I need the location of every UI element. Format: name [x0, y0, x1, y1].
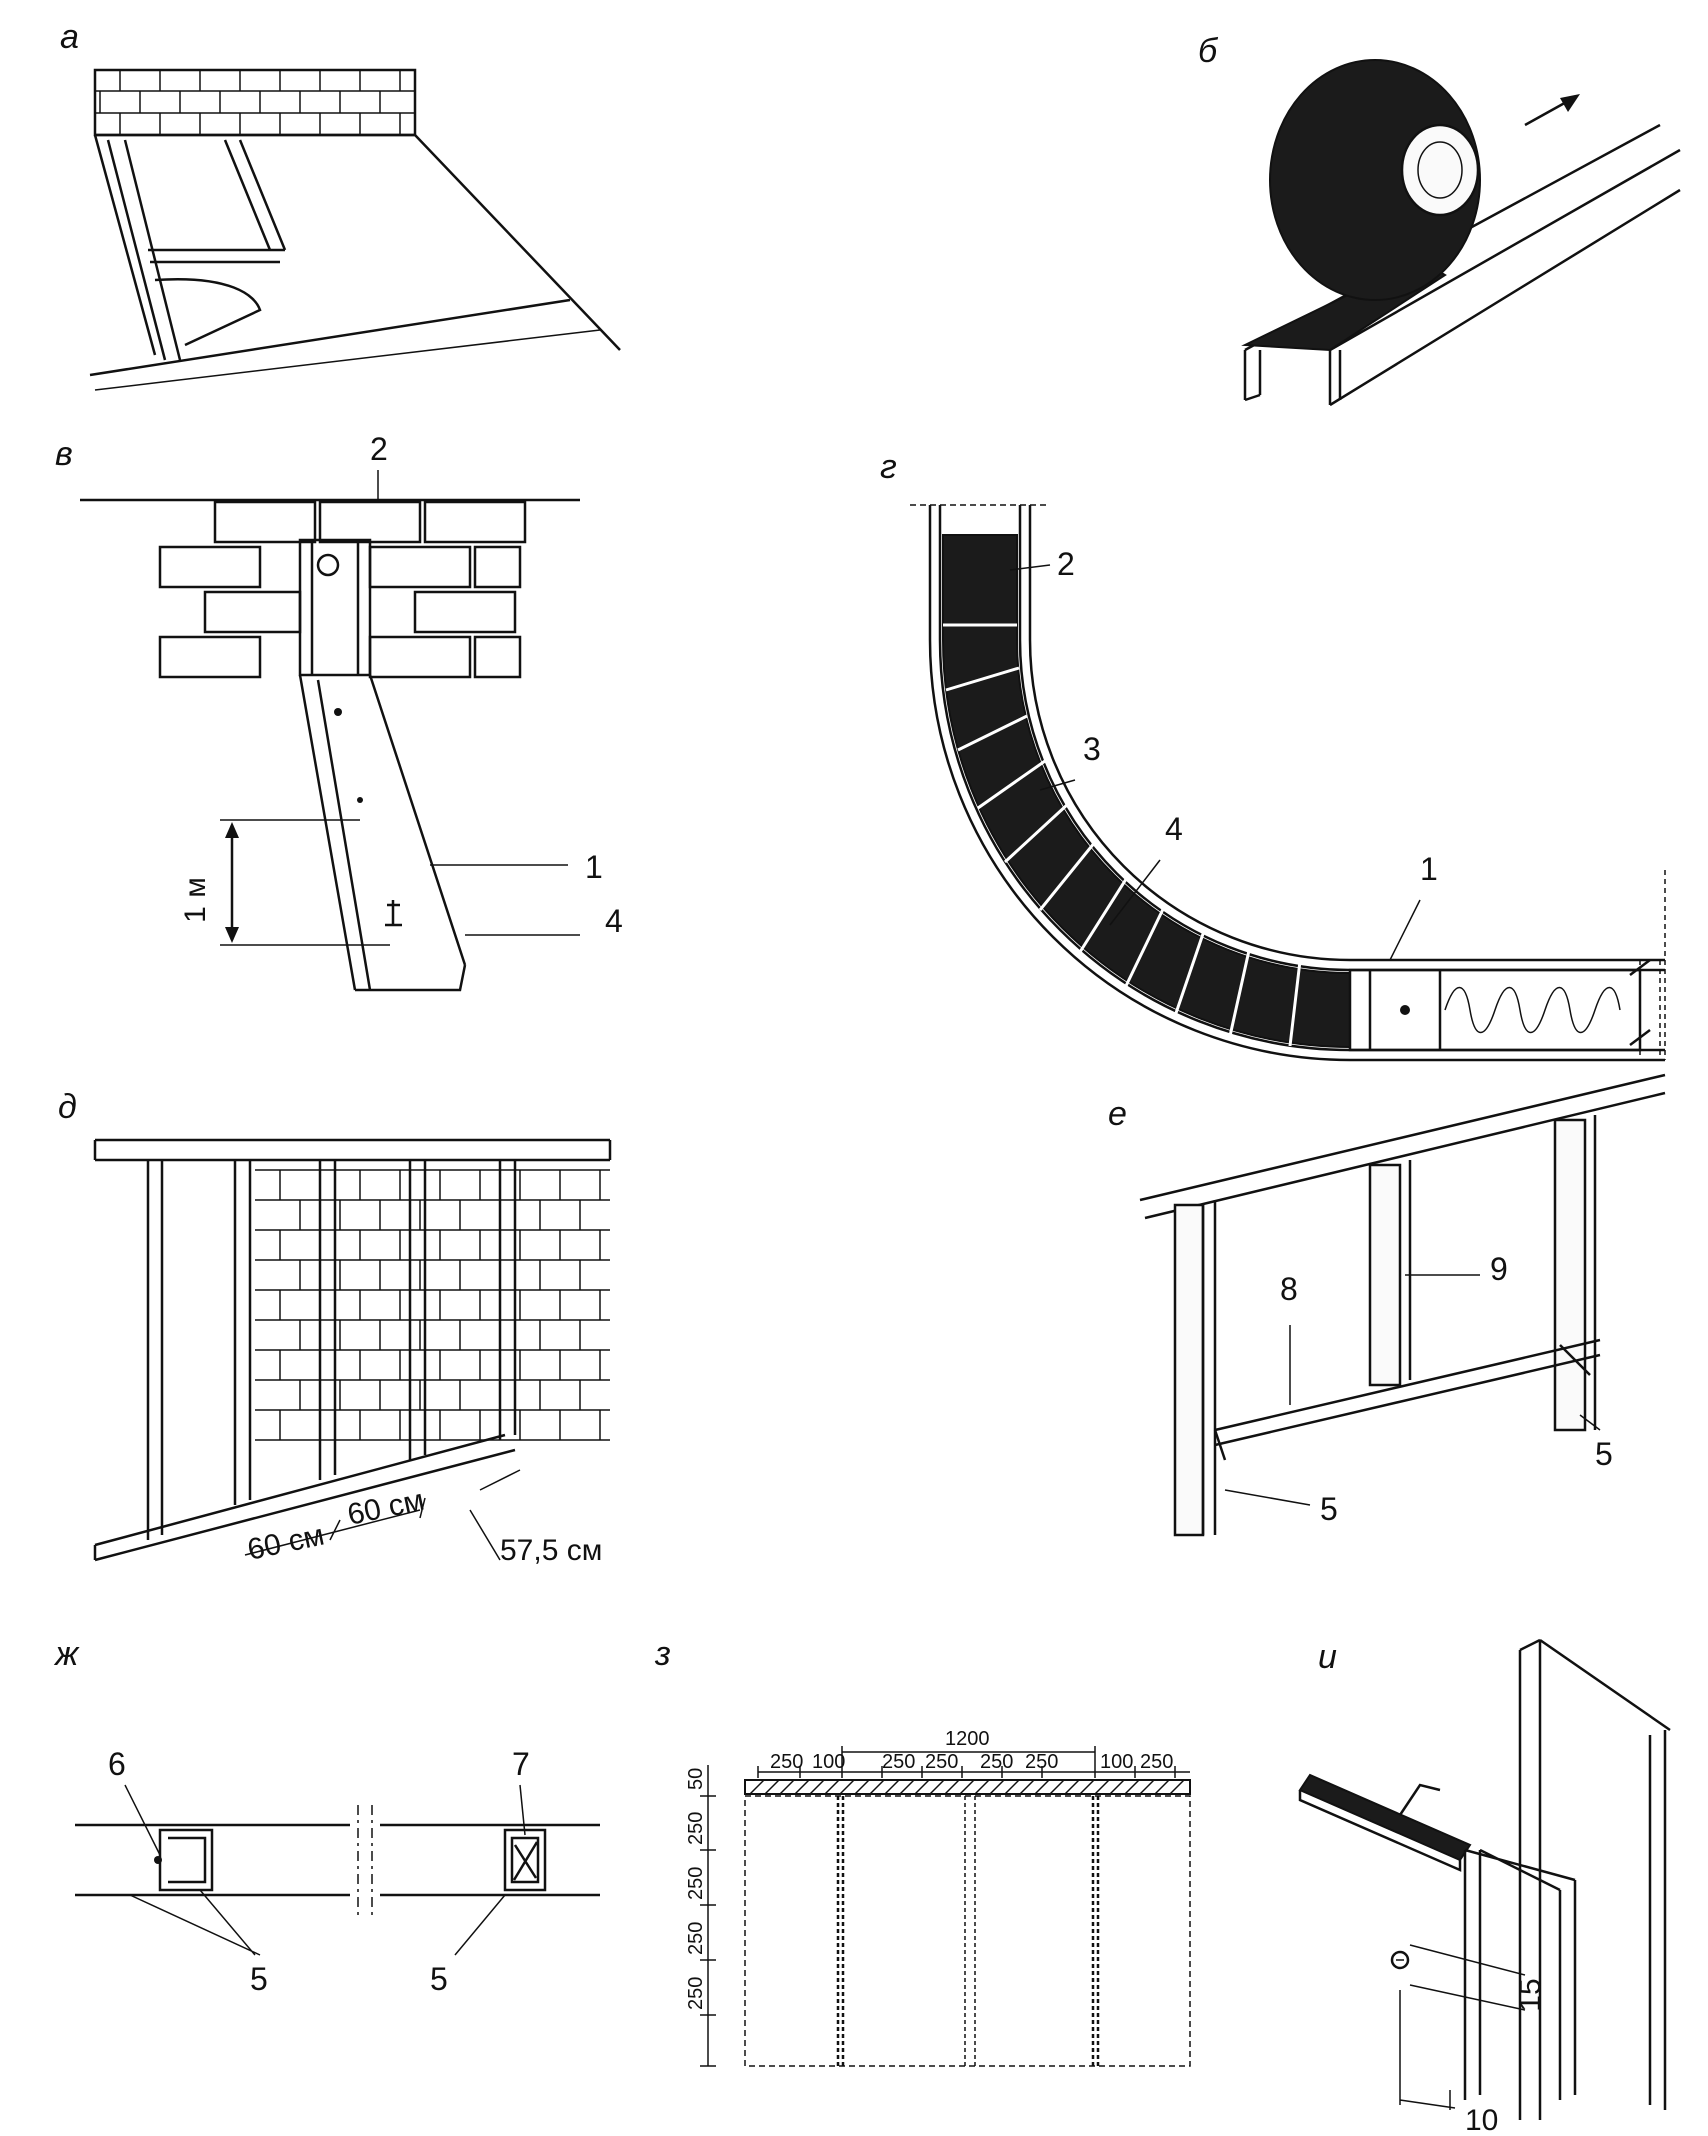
top-dimension-chain-z: 250 100 250 250 250 250 100 250 1200 [757, 1728, 1190, 1778]
label-v-1: 1 [585, 849, 603, 885]
top-dim-8: 250 [1140, 1751, 1173, 1773]
panel-zh: ж 6 5 7 5 [53, 1635, 600, 1997]
panel-d: д 60 см 60 см 57,5 см [58, 1088, 612, 1567]
cross-rail-e [1213, 1338, 1601, 1461]
wall-section-zh [75, 1805, 600, 1915]
panel-i: и 15 10 [1298, 1638, 1671, 2136]
label-v-4: 4 [605, 903, 623, 939]
label-zh-7: 7 [512, 1746, 530, 1782]
dimension-label-1m: 1 м [179, 877, 212, 923]
leaders-zh: 6 5 7 5 [108, 1746, 530, 1997]
top-dim-2: 100 [812, 1751, 845, 1773]
top-track-e [1139, 1073, 1666, 1220]
stud-i [1463, 1848, 1577, 2100]
left-dim-5: 250 [685, 1977, 707, 2010]
insulation-strip-i [1298, 1773, 1472, 1872]
panel-letter-a: а [60, 18, 79, 56]
left-dim-1: 50 [685, 1768, 707, 1790]
panel-letter-e: е [1108, 1095, 1127, 1133]
studs-e [1173, 1115, 1597, 1537]
stud-section-right [503, 1828, 547, 1892]
ceiling-hatch-z [744, 1779, 1191, 1795]
dim-d-60cm-1: 60 см [245, 1518, 328, 1566]
panel-letter-zh: ж [53, 1635, 80, 1673]
label-v-2: 2 [370, 431, 388, 467]
panel-v: в 1 м [55, 431, 623, 992]
top-dim-6: 250 [1025, 1751, 1058, 1773]
top-dim-7: 100 [1100, 1751, 1133, 1773]
label-zh-5-left: 5 [250, 1961, 268, 1997]
board-layout-z [744, 1795, 1191, 2067]
label-zh-6: 6 [108, 1746, 126, 1782]
direction-arrow [1524, 94, 1580, 127]
leaders-v: 2 1 4 [370, 431, 623, 939]
panel-letter-z: з [654, 1635, 671, 1673]
panel-letter-g: г [880, 448, 897, 486]
top-dim-3: 250 [882, 1751, 915, 1773]
panel-letter-b: б [1198, 32, 1219, 70]
panel-g: г 2 3 4 1 [880, 448, 1666, 1062]
floor-outline [89, 133, 621, 391]
span-dim-1200: 1200 [945, 1728, 990, 1750]
stud-spacing-dims: 60 см 60 см 57,5 см [245, 1469, 602, 1567]
door-opening-frame [106, 139, 287, 361]
label-g-1: 1 [1420, 851, 1438, 887]
brick-wall-top [93, 68, 417, 137]
label-e-8: 8 [1280, 1271, 1298, 1307]
leaders-g: 2 3 4 1 [1009, 546, 1438, 961]
screw-dims-i: 15 10 [1390, 1944, 1547, 2136]
sealing-tape-roll [1241, 59, 1481, 352]
dim-i-15: 15 [1514, 1978, 1547, 2011]
curved-core-segments [942, 534, 1351, 1049]
top-dim-1: 250 [770, 1751, 803, 1773]
label-g-2: 2 [1057, 546, 1075, 582]
dim-d-57-5cm: 57,5 см [500, 1534, 602, 1567]
panel-letter-i: и [1318, 1638, 1337, 1676]
left-dim-3: 250 [685, 1867, 707, 1900]
label-g-3: 3 [1083, 731, 1101, 767]
label-zh-5-right: 5 [430, 1961, 448, 1997]
top-track [93, 1138, 612, 1162]
label-e-5-left: 5 [1320, 1491, 1338, 1527]
panel-letter-v: в [55, 435, 73, 473]
curved-wall-shell [928, 505, 1665, 1062]
dim-i-10: 10 [1465, 2104, 1498, 2136]
bottom-track [93, 1433, 516, 1562]
straight-wall-with-insulation [1348, 870, 1666, 1060]
panel-letter-d: д [58, 1088, 77, 1126]
panel-b: б [1198, 32, 1681, 407]
leaders-e: 8 9 5 5 [1224, 1251, 1613, 1527]
brick-infill [255, 1169, 610, 1441]
label-e-5-right: 5 [1595, 1436, 1613, 1472]
vertical-studs [146, 1160, 517, 1540]
label-g-4: 4 [1165, 811, 1183, 847]
top-dim-4: 250 [925, 1751, 958, 1773]
left-dimension-chain-z: 50 250 250 250 250 [685, 1765, 716, 2067]
brick-wall [158, 500, 527, 679]
left-dim-4: 250 [685, 1922, 707, 1955]
vertical-profile [298, 538, 467, 992]
label-e-9: 9 [1490, 1251, 1508, 1287]
panel-e: е 8 9 5 5 [1108, 1073, 1666, 1537]
panel-z: з 250 100 250 250 250 250 100 250 1200 [654, 1635, 1191, 2067]
top-dim-5: 250 [980, 1751, 1013, 1773]
left-dim-2: 250 [685, 1812, 707, 1845]
stud-section-left [154, 1828, 214, 1892]
dimension-1m: 1 м [179, 819, 390, 946]
panel-a: а [60, 18, 621, 391]
